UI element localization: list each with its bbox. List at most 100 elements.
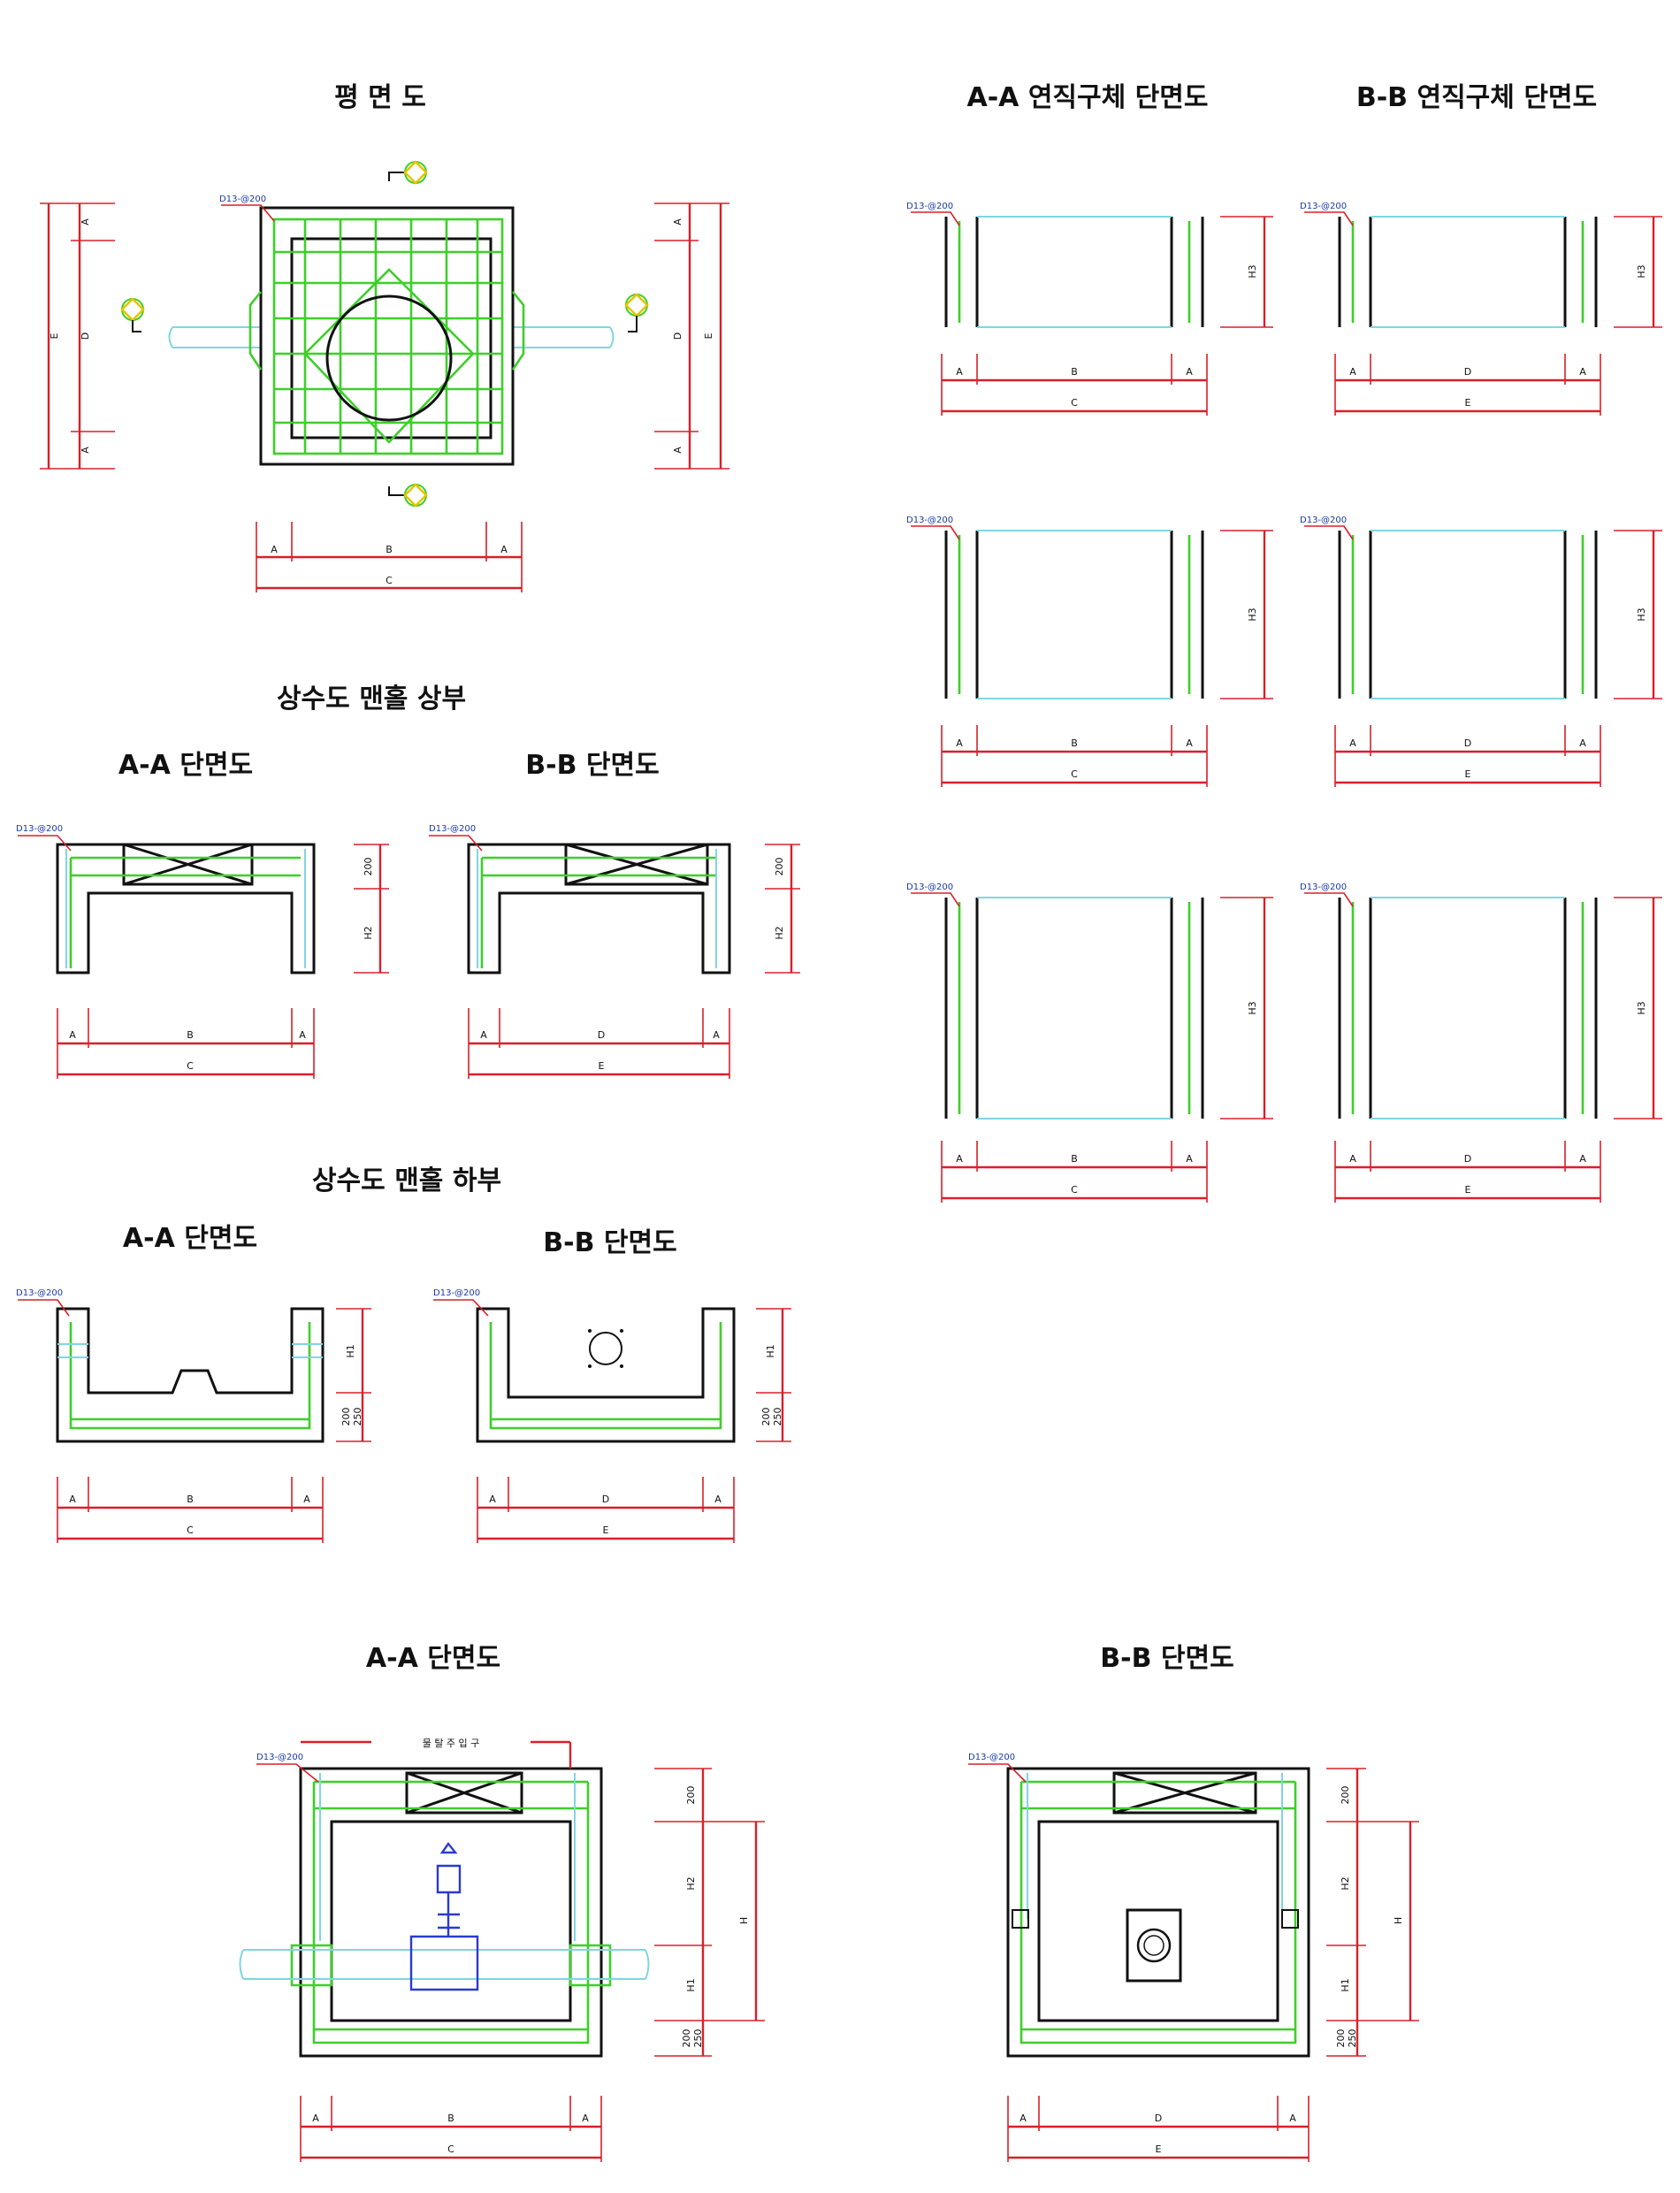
plan-dims-bottom: A B A C — [256, 522, 523, 592]
upper-aa-section: D13-@200 A B A C 200 H2 — [16, 824, 389, 1079]
svg-text:200: 200 — [681, 2029, 692, 2048]
upper-bb-title: B-B 단면도 — [525, 750, 659, 781]
svg-text:C: C — [1071, 1184, 1078, 1196]
svg-text:D13-@200: D13-@200 — [433, 1288, 480, 1298]
main-bb-title: B-B 단면도 — [1100, 1643, 1233, 1674]
svg-text:E: E — [1465, 397, 1471, 409]
svg-text:C: C — [447, 2143, 454, 2155]
section-marker-right — [624, 293, 649, 332]
svg-text:D13-@200: D13-@200 — [906, 202, 953, 211]
svg-text:A: A — [271, 544, 278, 555]
svg-text:D13-@200: D13-@200 — [256, 1753, 303, 1762]
svg-text:250: 250 — [772, 1408, 783, 1426]
svg-text:A: A — [1579, 1153, 1586, 1165]
svg-text:H2: H2 — [363, 926, 374, 939]
svg-text:E: E — [603, 1524, 609, 1536]
svg-text:C: C — [386, 575, 393, 586]
svg-text:D13-@200: D13-@200 — [16, 824, 63, 834]
svg-text:C: C — [1071, 397, 1078, 409]
svg-text:D: D — [598, 1029, 605, 1041]
svg-text:D: D — [602, 1494, 609, 1505]
svg-text:A: A — [1289, 2113, 1296, 2124]
svg-text:B: B — [1071, 366, 1078, 378]
svg-text:B: B — [1071, 737, 1078, 749]
lower-aa-section: D13-@200 A B A C H1 200 250 — [16, 1288, 371, 1543]
svg-text:D: D — [672, 332, 683, 340]
svg-text:200: 200 — [340, 1408, 352, 1426]
svg-text:A: A — [69, 1494, 76, 1505]
svg-text:D13-@200: D13-@200 — [1300, 883, 1347, 892]
svg-text:D13-@200: D13-@200 — [906, 516, 953, 525]
svg-text:C: C — [187, 1060, 194, 1072]
section-marker-left — [120, 297, 145, 332]
svg-text:H3: H3 — [1247, 607, 1258, 621]
svg-text:200: 200 — [685, 1786, 697, 1805]
svg-text:200: 200 — [760, 1408, 772, 1426]
svg-text:H1: H1 — [765, 1344, 776, 1357]
upper-bb-section: D13-@200 A D A E 200 H2 — [429, 824, 800, 1079]
svg-text:D13-@200: D13-@200 — [906, 883, 953, 892]
svg-text:A: A — [714, 1494, 722, 1505]
rebar-label: D13-@200 — [219, 195, 266, 204]
lower-bb-title: B-B 단면도 — [543, 1227, 676, 1258]
svg-text:B: B — [187, 1494, 194, 1505]
svg-text:200: 200 — [1340, 1786, 1351, 1805]
svg-text:250: 250 — [352, 1408, 363, 1426]
svg-text:H1: H1 — [345, 1344, 356, 1357]
svg-text:C: C — [187, 1524, 194, 1536]
section-marker-bottom — [388, 483, 428, 508]
svg-text:D: D — [1464, 737, 1471, 749]
bb-vertical-title: B-B 연직구체 단면도 — [1356, 82, 1597, 113]
svg-text:H3: H3 — [1636, 264, 1647, 278]
svg-text:H2: H2 — [685, 1876, 697, 1890]
svg-text:H: H — [738, 1917, 750, 1924]
svg-text:E: E — [599, 1060, 605, 1072]
lower-aa-title: A-A 단면도 — [123, 1223, 257, 1254]
svg-text:B: B — [187, 1029, 194, 1041]
svg-text:A: A — [672, 447, 683, 454]
svg-text:D13-@200: D13-@200 — [1300, 516, 1347, 525]
svg-text:A: A — [713, 1029, 720, 1041]
main-aa-title: A-A 단면도 — [366, 1643, 500, 1674]
aa-vertical-title: A-A 연직구체 단면도 — [967, 82, 1209, 113]
svg-text:E: E — [703, 332, 714, 339]
svg-text:B: B — [447, 2113, 454, 2124]
svg-text:H2: H2 — [774, 926, 785, 939]
svg-text:D: D — [1155, 2113, 1162, 2124]
svg-text:E: E — [49, 332, 60, 339]
svg-text:E: E — [1465, 1184, 1471, 1196]
plan-dims-right: D E A A — [654, 202, 729, 470]
svg-text:B: B — [386, 544, 393, 555]
upper-aa-title: A-A 단면도 — [118, 750, 253, 781]
svg-text:D13-@200: D13-@200 — [968, 1753, 1015, 1762]
svg-text:A: A — [312, 2113, 319, 2124]
svg-text:A: A — [956, 1153, 963, 1165]
svg-text:A: A — [956, 737, 963, 749]
svg-text:A: A — [672, 218, 683, 225]
svg-text:A: A — [80, 218, 91, 225]
svg-text:200: 200 — [774, 858, 785, 876]
svg-text:B: B — [1071, 1153, 1078, 1165]
svg-text:200: 200 — [1335, 2029, 1347, 2048]
svg-text:250: 250 — [1347, 2029, 1358, 2048]
svg-text:A: A — [1349, 1153, 1356, 1165]
svg-text:200: 200 — [363, 858, 374, 876]
svg-text:H: H — [1393, 1917, 1404, 1924]
svg-text:H3: H3 — [1247, 1001, 1258, 1014]
aa-vertical-section-3: D13-@200 A B A C H3 — [906, 883, 1273, 1203]
plan-dims-left: E D A A — [40, 202, 115, 470]
svg-text:D: D — [1464, 1153, 1471, 1165]
svg-text:E: E — [1156, 2143, 1162, 2155]
plan-view: D13-@200 E D A A D E A A A B A C — [40, 160, 729, 592]
svg-text:H3: H3 — [1636, 607, 1647, 621]
svg-text:A: A — [582, 2113, 589, 2124]
svg-text:250: 250 — [692, 2029, 704, 2048]
svg-text:H1: H1 — [1340, 1978, 1351, 1991]
svg-text:E: E — [1465, 768, 1471, 780]
svg-text:A: A — [1186, 366, 1193, 378]
bb-vertical-section-3: D13-@200 A D A E H3 — [1300, 883, 1662, 1203]
svg-text:A: A — [303, 1494, 310, 1505]
main-aa-section: 물 탈 주 입 구 D13-@200 A B A C 200 H2 H1 200… — [239, 1738, 765, 2162]
svg-text:A: A — [1579, 737, 1586, 749]
main-bb-section: D13-@200 A D A E 200 H2 H1 200 250 H — [968, 1753, 1419, 2162]
